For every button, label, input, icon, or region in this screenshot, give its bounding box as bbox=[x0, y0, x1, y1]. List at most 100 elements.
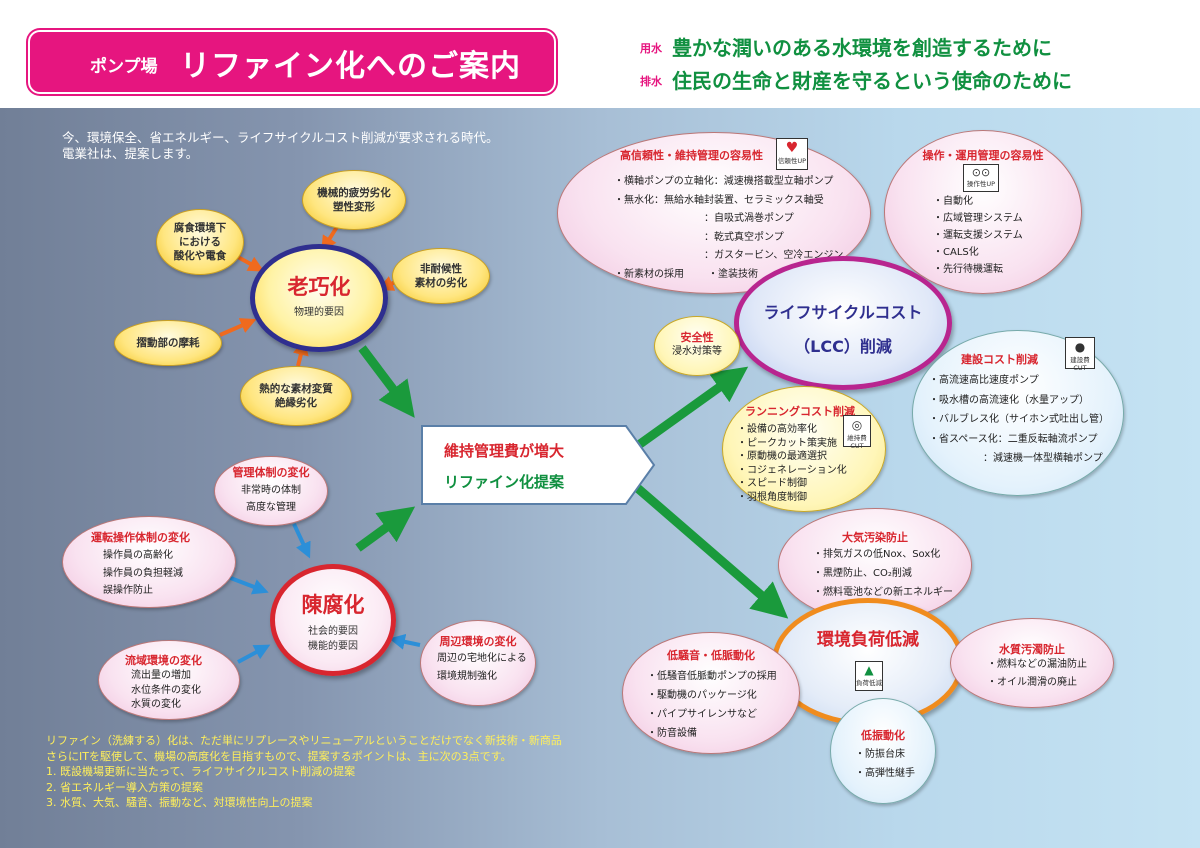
cause-operation: 運転操作体制の変化 操作員の高齢化 操作員の負担軽減 誤操作防止 bbox=[62, 516, 236, 608]
safety-title: 安全性 bbox=[680, 331, 714, 344]
cause-basin-item: 水質の変化 bbox=[131, 699, 181, 711]
safety-bubble: 安全性 浸水対策等 bbox=[654, 316, 740, 376]
env-icon: ▲ 負荷低減 bbox=[855, 661, 883, 691]
running-cost-icon-label: 維持費CUT bbox=[847, 434, 867, 450]
cause-friction: 摺動部の摩耗 bbox=[114, 320, 222, 366]
reliability-item: ・無水化：無給水軸封装置、セラミックス軸受 bbox=[614, 194, 824, 206]
operability-item: ・CALS化 bbox=[933, 247, 979, 258]
construction-cost-icon: ● 建設費CUT bbox=[1065, 337, 1095, 372]
reliability-subitem: ：ガスタービン、空冷エンジン bbox=[704, 250, 844, 261]
cause-weather: 非耐候性素材の劣化 bbox=[392, 248, 490, 304]
operability-items: ・自動化 ・広域管理システム ・運転支援システム ・CALS化 ・先行待機運転 bbox=[933, 193, 1023, 278]
reliability-item: ・新素材の採用 bbox=[614, 268, 684, 280]
reliability-icon-label: 信頼性UP bbox=[777, 157, 807, 165]
water-bubble: 水質汚濁防止 ・燃料などの漏油防止 ・オイル潤滑の廃止 bbox=[950, 618, 1114, 708]
footer-line: 2. 省エネルギー導入方策の提案 bbox=[46, 780, 203, 794]
running-cost-icon: ◎ 維持費CUT bbox=[843, 415, 871, 450]
cause-basin-items: 流出量の増加 水位条件の変化 水質の変化 bbox=[131, 669, 201, 713]
arrow-center-env bbox=[631, 481, 789, 619]
cause-management-item: 非常時の体制 bbox=[241, 485, 301, 496]
cause-surroundings: 周辺環境の変化 周辺の宅地化による 環境規制強化 bbox=[420, 620, 536, 706]
running-cost-item: ・コジェネレーション化 bbox=[737, 464, 847, 476]
vibration-items: ・防振台床 ・高弾性継手 bbox=[855, 745, 915, 783]
footer-line: 1. 既設機場更新に当たって、ライフサイクルコスト削減の提案 bbox=[46, 765, 356, 778]
money-bag-icon: ● bbox=[1074, 340, 1086, 354]
aging-node: 老巧化 物理的要因 bbox=[250, 244, 388, 352]
footer-text: リファイン（洗練する）化は、ただ単にリプレースやリニューアルということだけでなく… bbox=[46, 733, 562, 811]
air-bubble: 大気汚染防止 ・排気ガスの低Nox、Sox化 ・黒煙防止、CO₂削減 ・燃料電池… bbox=[778, 508, 972, 622]
cause-weather-line2: 素材の劣化 bbox=[414, 277, 468, 289]
reliability-item: ・横軸ポンプの立軸化：減速機搭載型立軸ポンプ bbox=[614, 176, 834, 187]
construction-cost-item: ：減速機一体型横軸ポンプ bbox=[983, 453, 1103, 464]
construction-cost-item: ・バルブレス化（サイホン式吐出し管） bbox=[929, 414, 1109, 425]
cause-heat-line2: 絶縁劣化 bbox=[275, 397, 317, 409]
cause-management: 管理体制の変化 非常時の体制 高度な管理 bbox=[214, 456, 328, 526]
title-banner: ポンプ場 リファイン化へのご案内 bbox=[28, 30, 556, 94]
cause-surroundings-item: 周辺の宅地化による bbox=[437, 653, 527, 664]
running-cost-item: ・設備の高効率化 bbox=[737, 424, 817, 435]
aging-subtitle: 物理的要因 bbox=[294, 307, 344, 318]
center-line2: リファイン化提案 bbox=[444, 473, 565, 491]
vibration-item: ・防振台床 bbox=[855, 749, 905, 760]
water-title: 水質汚濁防止 bbox=[999, 643, 1065, 656]
construction-cost-item: ・省スペース化：二重反転軸流ポンプ bbox=[929, 433, 1098, 445]
construction-cost-item: ・吸水槽の高流速化（水量アップ） bbox=[929, 394, 1089, 406]
obsolete-node: 陳腐化 社会的要因 機能的要因 bbox=[270, 564, 396, 676]
arrow-surroundings bbox=[388, 633, 421, 650]
vibration-title: 低振動化 bbox=[861, 729, 905, 742]
arrow-obsolete-center bbox=[355, 506, 416, 552]
slogan2-tag: 排水 bbox=[640, 75, 662, 88]
operability-item: ・先行待機運転 bbox=[933, 264, 1003, 275]
cause-operation-title: 運転操作体制の変化 bbox=[91, 531, 190, 544]
lcc-line2: （LCC）削減 bbox=[794, 337, 892, 356]
reliability-bubble: 高信頼性・維持管理の容易性 ♥ 信頼性UP ・横軸ポンプの立軸化：減速機搭載型立… bbox=[557, 132, 871, 294]
page-title: リファイン化へのご案内 bbox=[180, 49, 521, 84]
air-item: ・黒煙防止、CO₂削減 bbox=[813, 568, 912, 579]
operability-icon-label: 操作性UP bbox=[966, 180, 996, 188]
lcc-node: ライフサイクルコスト （LCC）削減 bbox=[734, 256, 952, 390]
construction-cost-item: ・高流速高比速度ポンプ bbox=[929, 375, 1039, 386]
noise-item: ・駆動機のパッケージ化 bbox=[647, 690, 757, 701]
arrow-basin bbox=[237, 644, 271, 664]
cause-operation-item: 操作員の負担軽減 bbox=[103, 567, 183, 579]
running-cost-item: ・原動機の最適選択 bbox=[737, 451, 827, 462]
cause-corrosion: 腐食環境下における酸化や電食 bbox=[156, 209, 244, 275]
cause-management-title: 管理体制の変化 bbox=[232, 466, 310, 479]
slogan1-tag: 用水 bbox=[640, 42, 662, 55]
gamepad-icon: ⊙⊙ bbox=[971, 166, 991, 179]
operability-icon: ⊙⊙ 操作性UP bbox=[963, 164, 999, 192]
cause-heat: 熱的な素材変質絶縁劣化 bbox=[240, 366, 352, 426]
reliability-subitem: ：自吸式渦巻ポンプ bbox=[704, 213, 794, 224]
running-cost-items: ・設備の高効率化 ・ピークカット策実施 ・原動機の最適選択 ・コジェネレーション… bbox=[737, 423, 847, 504]
reliability-subitem: ：乾式真空ポンプ bbox=[704, 231, 784, 243]
construction-cost-bubble: 建設コスト削減 ● 建設費CUT ・高流速高比速度ポンプ ・吸水槽の高流速化（水… bbox=[912, 330, 1124, 496]
arrow-aging-center bbox=[358, 345, 415, 418]
footer-line: 3. 水質、大気、騒音、振動など、対環境性向上の提案 bbox=[46, 796, 313, 809]
noise-title: 低騒音・低脈動化 bbox=[667, 649, 755, 662]
operability-item: ・運転支援システム bbox=[933, 230, 1023, 241]
operability-item: ・広域管理システム bbox=[933, 213, 1023, 224]
arrow-friction bbox=[219, 318, 257, 337]
cause-corrosion-line1: 腐食環境下 bbox=[173, 222, 227, 234]
vibration-item: ・高弾性継手 bbox=[855, 768, 915, 779]
cause-heat-line1: 熱的な素材変質 bbox=[259, 383, 333, 395]
water-item: ・燃料などの漏油防止 bbox=[987, 659, 1087, 670]
cause-basin-title: 流域環境の変化 bbox=[125, 654, 202, 667]
tree-icon: ▲ bbox=[864, 663, 874, 677]
cause-basin-item: 流出量の増加 bbox=[131, 670, 191, 681]
noise-items: ・低騒音低脈動ポンプの採用 ・駆動機のパッケージ化 ・パイプサイレンサなど ・防… bbox=[647, 667, 777, 743]
obsolete-subtitle: 機能的要因 bbox=[308, 641, 358, 652]
obsolete-subtitles: 社会的要因 機能的要因 bbox=[275, 624, 391, 654]
running-cost-bubble: ランニングコスト削減 ◎ 維持費CUT ・設備の高効率化 ・ピークカット策実施 … bbox=[722, 386, 886, 512]
cause-basin: 流域環境の変化 流出量の増加 水位条件の変化 水質の変化 bbox=[98, 640, 240, 720]
obsolete-title: 陳腐化 bbox=[301, 593, 365, 617]
noise-bubble: 低騒音・低脈動化 ・低騒音低脈動ポンプの採用 ・駆動機のパッケージ化 ・パイプサ… bbox=[622, 632, 800, 754]
aging-title: 老巧化 bbox=[287, 275, 351, 299]
running-cost-item: ・スピード制御 bbox=[737, 478, 807, 489]
water-items: ・燃料などの漏油防止 ・オイル潤滑の廃止 bbox=[987, 656, 1087, 691]
safety-item: 浸水対策等 bbox=[672, 346, 722, 357]
intro-line2: 電業社は、提案します。 bbox=[62, 146, 199, 161]
intro-text: 今、環境保全、省エネルギー、ライフサイクルコスト削減が要求される時代。 電業社は… bbox=[62, 130, 499, 162]
